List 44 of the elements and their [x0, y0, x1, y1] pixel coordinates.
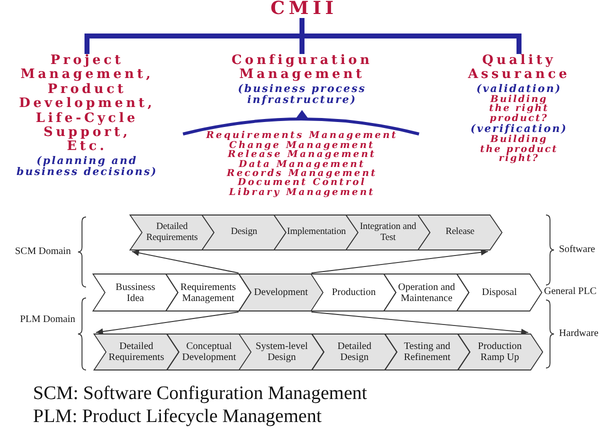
arrow [310, 249, 488, 274]
arrow [132, 250, 240, 274]
category-heading: Quality Assurance [468, 54, 570, 83]
process-list-item: Library Management [229, 188, 375, 198]
category-note: (planning and business decisions) [15, 156, 159, 178]
process-list-item: Records Management [226, 168, 378, 178]
process-step: Detailed Requirements [94, 334, 179, 370]
domain-label: Hardware [559, 328, 598, 340]
process-list-item: Data Management [238, 160, 366, 169]
category-heading: Project Management, Product Development, Life-Cycle Support, Etc. [18, 54, 156, 155]
process-step: Detailed Design [312, 334, 397, 370]
process-list-item: Document Control [238, 178, 366, 188]
root-label: CMII [269, 0, 338, 18]
process-step: Production Ramp Up [458, 334, 542, 370]
arrow [96, 312, 240, 335]
process-step: Development [238, 274, 324, 311]
arrow [310, 312, 529, 335]
domain-label: General PLC [544, 286, 596, 298]
question-text: Building the product right? [480, 135, 558, 164]
process-step: Operation and Maintenance [384, 274, 469, 311]
process-step: Implementation [274, 215, 358, 250]
category-note: (validation) [476, 84, 562, 95]
process-step: Design [202, 215, 286, 250]
process-step: Release [418, 215, 502, 250]
abbreviation-note: PLM: Product Lifecycle Management [33, 406, 322, 428]
process-step: Testing and Refinement [384, 334, 470, 370]
abbreviation-note: SCM: Software Configuration Management [33, 383, 368, 405]
domain-label: SCM Domain [15, 246, 71, 258]
process-step: Bussiness Idea [93, 274, 178, 311]
category-note: (verification) [470, 124, 568, 136]
process-step: Requirements Management [166, 274, 251, 311]
process-list-item: Requirements Management [206, 131, 398, 141]
domain-label: PLM Domain [20, 314, 76, 326]
category-heading: Configuration Management [232, 54, 372, 83]
process-step: Disposal [457, 274, 542, 311]
process-list-item: Change Management [229, 140, 375, 150]
process-step: Production [311, 274, 396, 311]
process-list-item: Release Management [228, 150, 376, 160]
domain-label: Software [559, 244, 596, 256]
process-step: Detailed Requirements [130, 215, 214, 250]
process-step: System-level Design [239, 334, 324, 370]
process-step: Integration and Test [346, 215, 430, 250]
category-note: (business process infrastructure) [236, 84, 368, 106]
question-text: Building the right product? [488, 94, 550, 124]
